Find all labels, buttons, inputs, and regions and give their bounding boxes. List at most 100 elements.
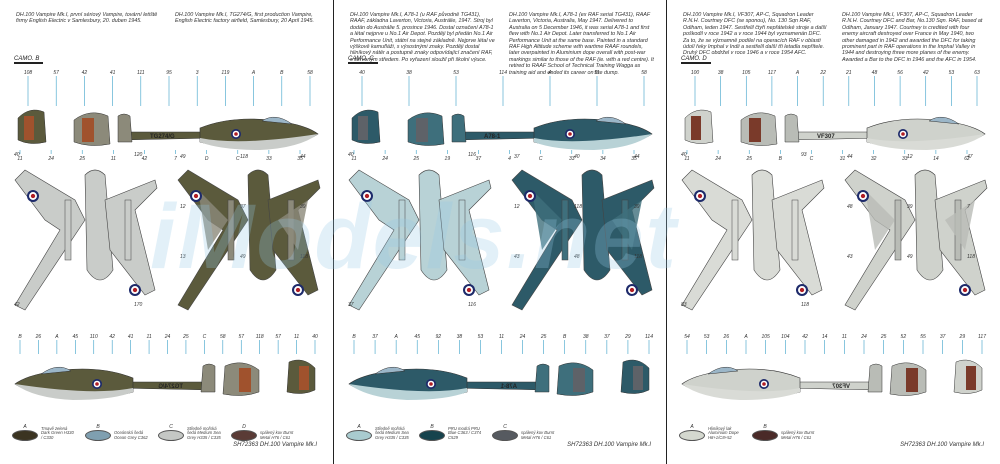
description-cz: DH.100 Vampire Mk.I, první sériový Vampi… [16, 12, 158, 25]
swatch-letter: B [430, 424, 434, 430]
callout-label: 40 [574, 154, 580, 160]
callout-label: 117 [978, 334, 986, 340]
callout-label: 12 [907, 154, 913, 160]
boom [227, 199, 235, 261]
callout-label: 40 [14, 152, 20, 158]
swatch-letter: A [23, 424, 27, 430]
callout-label: D [205, 156, 209, 162]
callout-label: 38 [406, 70, 412, 76]
panel-camo-c: DH.100 Vampire Mk.I, A78-1 (u RAF původn… [334, 0, 667, 464]
swatch-letter: A [357, 424, 361, 430]
callout-label: 40 [359, 70, 365, 76]
callout-label: 11 [684, 156, 689, 162]
callout-label: 53 [478, 334, 484, 340]
callout-label: 118 [634, 254, 642, 260]
callout-label: 31 [840, 156, 846, 162]
top-view-aircraft [511, 169, 655, 311]
callout-label: B [352, 334, 356, 340]
callout-label: 92 [436, 334, 442, 340]
callout-label: 25 [182, 334, 189, 340]
side-view-aircraft: A78-1 [348, 359, 650, 400]
callout-label: 14 [933, 156, 939, 162]
color-swatch [231, 430, 257, 441]
callout-label: A [547, 70, 552, 76]
wing [681, 169, 753, 311]
callout-label: 33 [902, 156, 908, 162]
swatch-group: D [231, 424, 257, 441]
callout-label: 37 [476, 156, 482, 162]
fuselage [581, 169, 611, 281]
callout-label: 120 [134, 152, 143, 158]
color-swatch [158, 430, 184, 441]
callout-label: 118 [256, 334, 264, 340]
boom [791, 199, 799, 261]
callout-label: 62 [964, 156, 970, 162]
swatch-group: C [158, 424, 184, 441]
callout-label: 42 [82, 70, 88, 76]
callout-label: 42 [802, 334, 808, 340]
swatch-letter: C [503, 424, 507, 430]
legend-text: Hliníkový lak Aluminium Dope H8+1/C8+52 [708, 425, 739, 441]
boom [731, 199, 739, 261]
wing [348, 169, 420, 311]
swatch-group: C [492, 424, 518, 441]
canopy [374, 366, 406, 375]
callout-label: 114 [499, 70, 507, 76]
callout-label: 116 [468, 152, 476, 158]
callout-label: 51 [594, 70, 600, 76]
callout-label: 118 [240, 154, 248, 160]
sheet-code: SH72363 DH.100 Vampire Mk.I [567, 442, 651, 448]
bottom-view-aircraft [14, 169, 158, 311]
callout-label: A [393, 334, 398, 340]
swatch-group: A [12, 424, 38, 441]
callout-label: 38 [583, 334, 589, 340]
panel-camo-b: DH.100 Vampire Mk.I, první sériový Vampi… [0, 0, 333, 464]
callout-label: 11 [499, 334, 504, 340]
callout-label: 34 [600, 156, 606, 162]
callout-label: 45 [73, 334, 79, 340]
color-swatch [679, 430, 705, 441]
callout-label: 48 [847, 204, 853, 210]
swatch-letter: D [242, 424, 246, 430]
side-view-aircraft: TG274/G [17, 109, 319, 150]
callout-label: 25 [745, 156, 752, 162]
callout-label: C [203, 334, 207, 340]
callout-label: 35 [297, 156, 303, 162]
swatch-group: B [85, 424, 111, 441]
callout-label: 118 [967, 254, 975, 260]
callout-label: B [280, 70, 284, 76]
callout-label: 37 [372, 334, 378, 340]
callout-label: 118 [300, 254, 308, 260]
callout-label: 21 [845, 70, 852, 76]
callout-label: 41 [128, 334, 134, 340]
callout-label: 58 [641, 70, 647, 76]
callout-label: 33 [569, 156, 575, 162]
color-swatch [346, 430, 372, 441]
callout-label: 48 [574, 254, 580, 260]
divider [666, 0, 667, 464]
serial-marking: VF307 [817, 134, 835, 140]
callout-label: 43 [847, 254, 853, 260]
callout-label: 44 [300, 154, 306, 160]
fuselage [247, 169, 277, 281]
callout-label: 11 [146, 334, 151, 340]
callout-label: B [18, 334, 22, 340]
callout-label: 25 [880, 334, 887, 340]
callout-label: 42 [14, 302, 20, 308]
fuselage [914, 169, 944, 281]
callout-label: C [236, 156, 240, 162]
callout-label: 56 [897, 70, 903, 76]
sheet-code: SH72363 DH.100 Vampire Mk.I [233, 442, 317, 448]
swatch-group: A [679, 424, 705, 441]
callout-label: 32 [871, 156, 877, 162]
legend-text: spálený kov Burnt Metal H76 / C61 [260, 430, 294, 441]
